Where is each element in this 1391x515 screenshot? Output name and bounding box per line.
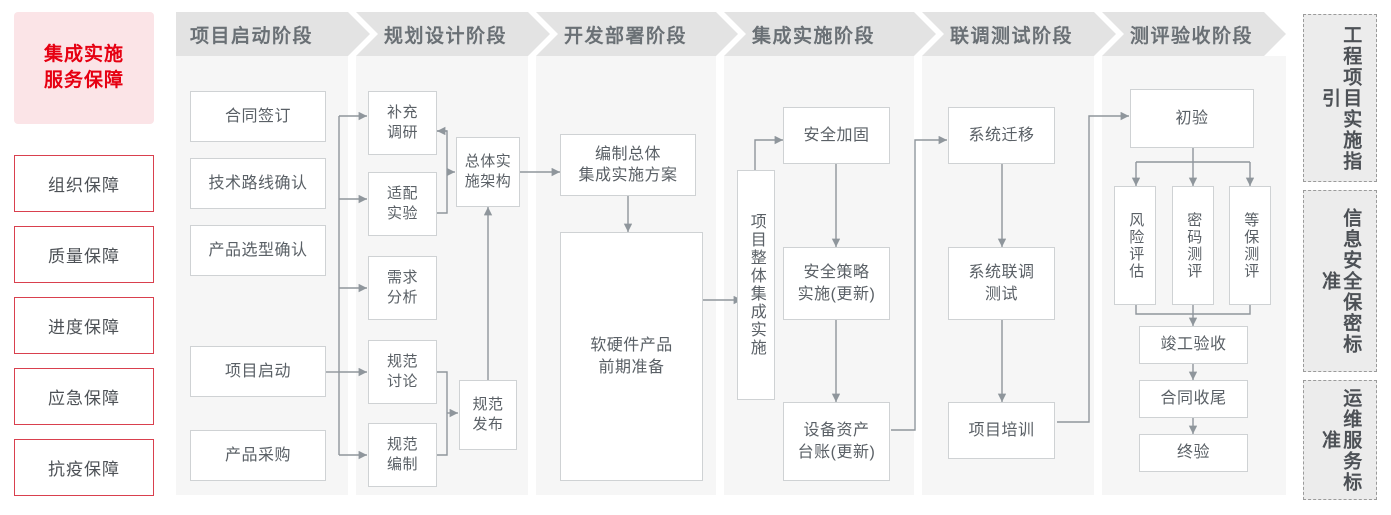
- node-label-line1: 安全策略: [803, 264, 870, 282]
- phase-header-planning[interactable]: 规划设计阶段: [356, 12, 550, 56]
- node-label: 安全加固: [803, 126, 870, 144]
- node-label: 等保测评: [1242, 211, 1260, 280]
- node-label: 终验: [1176, 444, 1210, 462]
- node-label-line2: 调研: [386, 124, 418, 141]
- sidebar-item-emergency[interactable]: 应急保障: [14, 368, 154, 425]
- node-label: 初验: [1175, 109, 1209, 127]
- node-label-line2: 编制: [386, 456, 418, 473]
- node-label-line2: 实验: [386, 205, 418, 222]
- sidebar-item-quality[interactable]: 质量保障: [14, 226, 154, 283]
- standard-label: 运维服务标准: [1319, 387, 1362, 493]
- node-standard-drafting[interactable]: 规范 编制: [368, 423, 437, 487]
- node-label: 竣工验收: [1160, 336, 1227, 354]
- node-security-hardening[interactable]: 安全加固: [783, 107, 890, 164]
- node-label-line2: 台账(更新): [797, 443, 876, 461]
- node-requirement-analysis[interactable]: 需求 分析: [368, 256, 437, 320]
- node-contract-closeout[interactable]: 合同收尾: [1139, 380, 1248, 418]
- node-supplementary-research[interactable]: 补充 调研: [368, 91, 437, 155]
- node-label: 密码测评: [1185, 211, 1203, 280]
- node-label: 合同签订: [224, 107, 291, 125]
- node-label-line2: 分析: [386, 289, 418, 306]
- phase-header-label: 项目启动阶段: [190, 25, 314, 47]
- node-contract-signing[interactable]: 合同签订: [190, 91, 326, 142]
- sidebar-item-label: 组织保障: [48, 176, 120, 195]
- node-label-line2: 测试: [984, 285, 1018, 303]
- node-label-line1: 规范: [386, 353, 418, 371]
- node-label-line1: 补充: [386, 104, 418, 122]
- node-security-policy-implementation[interactable]: 安全策略 实施(更新): [783, 247, 890, 320]
- guarantee-title-line2: 服务保障: [43, 70, 124, 91]
- node-label: 产品选型确认: [208, 241, 308, 259]
- node-label: 项目培训: [968, 421, 1035, 439]
- standard-label: 工程项目实施指引: [1319, 24, 1362, 172]
- node-label-line2: 集成实施方案: [578, 167, 678, 184]
- node-final-acceptance[interactable]: 终验: [1139, 434, 1248, 472]
- node-mlps-evaluation[interactable]: 等保测评: [1229, 186, 1271, 305]
- node-label-line1: 编制总体: [594, 145, 661, 163]
- standard-box-ops-service[interactable]: 运维服务标准: [1303, 380, 1377, 500]
- guarantee-title-card: 集成实施 服务保障: [14, 12, 154, 124]
- standard-box-engineering-guideline[interactable]: 工程项目实施指引: [1303, 14, 1377, 182]
- node-risk-assessment[interactable]: 风险评估: [1114, 186, 1156, 305]
- phase-header-acceptance[interactable]: 测评验收阶段: [1102, 12, 1286, 56]
- node-label: 技术路线确认: [208, 174, 308, 192]
- node-label-line1: 软硬件产品: [590, 337, 673, 355]
- standard-label: 信息安全保密标准: [1319, 207, 1362, 355]
- node-label-line1: 设备资产: [803, 422, 870, 440]
- node-label-line2: 前期准备: [598, 358, 665, 376]
- node-product-procurement[interactable]: 产品采购: [190, 430, 326, 481]
- node-overall-implementation-architecture[interactable]: 总体实 施架构: [456, 137, 520, 207]
- node-prepare-integration-plan[interactable]: 编制总体 集成实施方案: [560, 134, 696, 196]
- node-hardware-software-preparation[interactable]: 软硬件产品 前期准备: [560, 232, 703, 481]
- sidebar-item-label: 应急保障: [48, 389, 120, 408]
- node-project-training[interactable]: 项目培训: [948, 402, 1055, 459]
- phase-header-label: 集成实施阶段: [752, 25, 876, 47]
- guarantee-title-line1: 集成实施: [43, 43, 124, 65]
- node-label: 风险评估: [1127, 211, 1145, 280]
- node-label: 项目整体集成实施: [747, 213, 765, 357]
- node-label: 项目启动: [224, 362, 291, 380]
- node-cryptography-evaluation[interactable]: 密码测评: [1172, 186, 1214, 305]
- node-tech-route-confirm[interactable]: 技术路线确认: [190, 158, 326, 209]
- node-label-line2: 发布: [472, 416, 504, 433]
- phase-header-label: 开发部署阶段: [564, 25, 688, 47]
- phase-header-startup[interactable]: 项目启动阶段: [176, 12, 370, 56]
- node-completion-acceptance[interactable]: 竣工验收: [1139, 326, 1248, 364]
- node-label-line2: 实施(更新): [797, 285, 876, 303]
- sidebar-item-label: 进度保障: [48, 318, 120, 337]
- node-label-line2: 施架构: [464, 173, 512, 190]
- phase-header-label: 联调测试阶段: [950, 25, 1074, 47]
- sidebar-item-label: 抗疫保障: [48, 460, 120, 479]
- phase-header-integration[interactable]: 集成实施阶段: [724, 12, 936, 56]
- node-product-selection-confirm[interactable]: 产品选型确认: [190, 225, 326, 276]
- node-label: 产品采购: [224, 446, 291, 464]
- phase-header-label: 测评验收阶段: [1130, 25, 1254, 47]
- sidebar-item-schedule[interactable]: 进度保障: [14, 297, 154, 354]
- node-label-line1: 适配: [386, 185, 418, 203]
- node-standard-release[interactable]: 规范 发布: [459, 380, 517, 450]
- phase-header-joint-test[interactable]: 联调测试阶段: [922, 12, 1116, 56]
- node-label: 系统迁移: [968, 126, 1035, 144]
- node-label-line1: 规范: [472, 396, 504, 414]
- node-label: 合同收尾: [1160, 390, 1227, 408]
- phase-header-label: 规划设计阶段: [384, 25, 508, 47]
- node-label-line1: 需求: [386, 269, 418, 287]
- node-system-joint-debug-test[interactable]: 系统联调 测试: [948, 247, 1055, 320]
- node-system-migration[interactable]: 系统迁移: [948, 107, 1055, 164]
- node-label-line1: 规范: [386, 436, 418, 454]
- node-project-kickoff[interactable]: 项目启动: [190, 346, 326, 397]
- node-label-line1: 总体实: [464, 153, 512, 171]
- standard-box-infosec-confidentiality[interactable]: 信息安全保密标准: [1303, 190, 1377, 372]
- node-label-line2: 讨论: [386, 373, 418, 390]
- node-equipment-asset-ledger[interactable]: 设备资产 台账(更新): [783, 402, 890, 481]
- node-label-line1: 系统联调: [968, 264, 1035, 282]
- node-adaptation-experiment[interactable]: 适配 实验: [368, 172, 437, 236]
- sidebar-item-epidemic[interactable]: 抗疫保障: [14, 439, 154, 496]
- node-standard-discussion[interactable]: 规范 讨论: [368, 340, 437, 404]
- sidebar-item-label: 质量保障: [48, 247, 120, 266]
- node-preliminary-acceptance[interactable]: 初验: [1130, 89, 1254, 148]
- phase-header-deploy[interactable]: 开发部署阶段: [536, 12, 738, 56]
- sidebar-item-organization[interactable]: 组织保障: [14, 155, 154, 212]
- node-overall-project-integration[interactable]: 项目整体集成实施: [737, 170, 775, 400]
